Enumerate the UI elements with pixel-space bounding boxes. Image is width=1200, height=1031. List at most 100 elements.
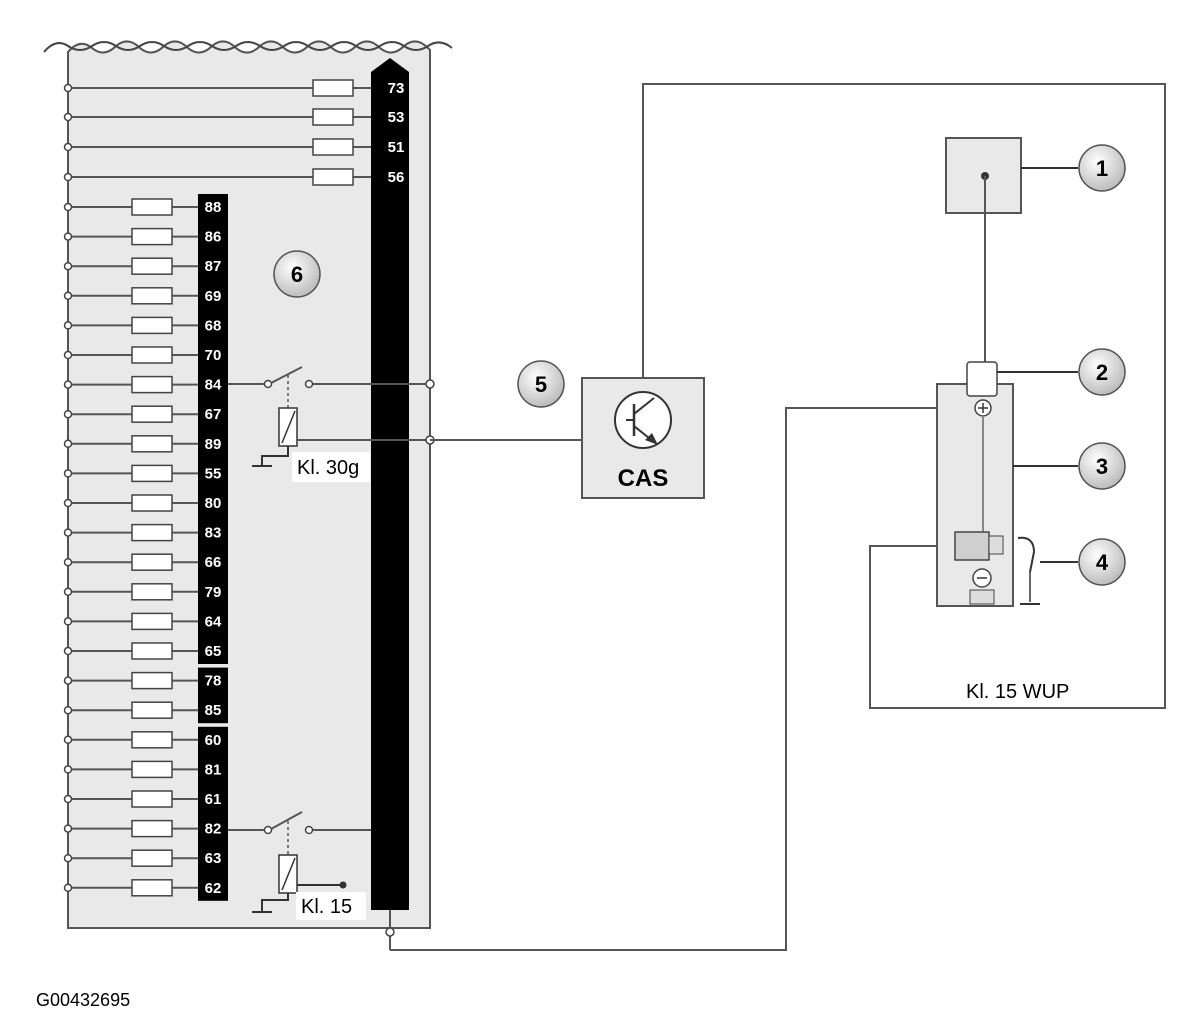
- battery-assembly: [936, 361, 1040, 607]
- relay-kl30g: [228, 366, 435, 467]
- fuse-row-61: [63, 790, 198, 808]
- fuse-row-82: [63, 819, 198, 838]
- svg-text:4: 4: [1096, 550, 1109, 575]
- fuse-number-73: 73: [388, 80, 405, 97]
- fuse-number-67: 67: [205, 406, 222, 423]
- svg-text:2: 2: [1096, 360, 1108, 385]
- fuse-number-70: 70: [205, 347, 222, 364]
- fuse-row-73: 73: [63, 79, 405, 97]
- fuse-79: [131, 583, 173, 601]
- cas-module: CAS: [581, 377, 705, 499]
- fuse-row-60: [63, 731, 198, 749]
- label-kl15wup: Kl. 15 WUP: [966, 681, 1069, 703]
- fuse-84: [131, 375, 173, 394]
- fuse-66: [131, 553, 173, 571]
- fuse-row-69: [63, 287, 198, 305]
- fuse-number-68: 68: [205, 317, 222, 334]
- fuse-number-69: 69: [205, 288, 222, 305]
- fuse-number-87: 87: [205, 258, 222, 275]
- label-kl30g: Kl. 30g: [297, 457, 359, 479]
- fuse-61: [131, 790, 173, 808]
- wire-cas-kl15wup-loop: [642, 83, 1166, 709]
- svg-text:3: 3: [1096, 454, 1108, 479]
- fuse-56: [312, 168, 354, 186]
- fuse-row-66: [63, 553, 198, 571]
- fuse-89: [131, 435, 173, 453]
- fuse-53: [312, 108, 354, 126]
- fuse-row-81: [63, 760, 198, 779]
- fuse-row-80: [63, 494, 198, 512]
- fuse-number-55: 55: [205, 465, 222, 482]
- fuse-number-78: 78: [205, 673, 222, 690]
- fuse-row-89: [63, 435, 198, 453]
- fuse-row-68: [63, 316, 198, 335]
- fuse-60: [131, 731, 173, 749]
- svg-text:1: 1: [1096, 156, 1108, 181]
- fuse-69: [131, 287, 173, 305]
- fuse-number-65: 65: [205, 643, 222, 660]
- right-fuse-rows: 73 53 51 56: [63, 79, 405, 186]
- component-1-box: [945, 137, 1022, 370]
- fuse-row-62: [63, 879, 198, 897]
- figure-reference: G00432695: [36, 990, 130, 1010]
- fuse-number-88: 88: [205, 199, 222, 216]
- fuse-number-82: 82: [205, 821, 222, 838]
- callout-3: 3: [1078, 442, 1126, 490]
- fuse-86: [131, 227, 173, 246]
- fuse-row-83: [63, 523, 198, 542]
- fuse-number-53: 53: [388, 109, 405, 126]
- fuse-85: [131, 701, 173, 719]
- fuse-80: [131, 494, 173, 512]
- fuse-number-51: 51: [388, 139, 405, 156]
- main-bus-bar: [371, 58, 409, 910]
- fuse-number-56: 56: [388, 169, 405, 186]
- fuse-row-65: [63, 642, 198, 660]
- fuse-row-79: [63, 583, 198, 601]
- fuse-number-64: 64: [205, 613, 222, 630]
- fuse-number-81: 81: [205, 761, 222, 778]
- fuse-row-67: [63, 405, 198, 423]
- fuse-67: [131, 405, 173, 423]
- fuse-88: [131, 198, 173, 216]
- callout-4: 4: [1078, 538, 1126, 586]
- fuse-number-85: 85: [205, 702, 222, 719]
- fuse-78: [131, 671, 173, 690]
- svg-text:5: 5: [535, 372, 547, 397]
- fuse-row-70: [63, 346, 198, 364]
- label-kl15: Kl. 15: [301, 896, 352, 918]
- fuse-87: [131, 257, 173, 275]
- fuse-number-84: 84: [205, 377, 222, 394]
- fuse-row-56: 56: [63, 168, 405, 186]
- fuse-number-62: 62: [205, 880, 222, 897]
- fuse-51: [312, 138, 354, 156]
- fuse-number-61: 61: [205, 791, 222, 808]
- cas-label: CAS: [618, 465, 669, 492]
- fuse-row-64: [63, 612, 198, 631]
- fuse-63: [131, 849, 173, 867]
- fuse-row-84: [63, 375, 198, 394]
- callout-1: 1: [1078, 144, 1126, 192]
- fuse-number-66: 66: [205, 554, 222, 571]
- fuse-number-80: 80: [205, 495, 222, 512]
- panel-tear-edge: [43, 41, 453, 53]
- fuse-55: [131, 464, 173, 483]
- fuse-row-78: [63, 671, 198, 690]
- fuse-number-79: 79: [205, 584, 222, 601]
- fuse-83: [131, 523, 173, 542]
- fuse-number-86: 86: [205, 229, 222, 246]
- left-fuse-number-blocks: 8886876968708467895580836679646578856081…: [198, 194, 228, 901]
- fuse-row-55: [63, 464, 198, 483]
- fuse-62: [131, 879, 173, 897]
- callout-6: 6: [273, 250, 321, 298]
- fuse-row-88: [63, 198, 198, 216]
- callout-2: 2: [1078, 348, 1126, 396]
- fuse-73: [312, 79, 354, 97]
- svg-text:6: 6: [291, 262, 303, 287]
- fuse-64: [131, 612, 173, 631]
- fuse-81: [131, 760, 173, 779]
- fuse-68: [131, 316, 173, 335]
- fuse-row-85: [63, 701, 198, 719]
- fuse-82: [131, 819, 173, 838]
- fuse-65: [131, 642, 173, 660]
